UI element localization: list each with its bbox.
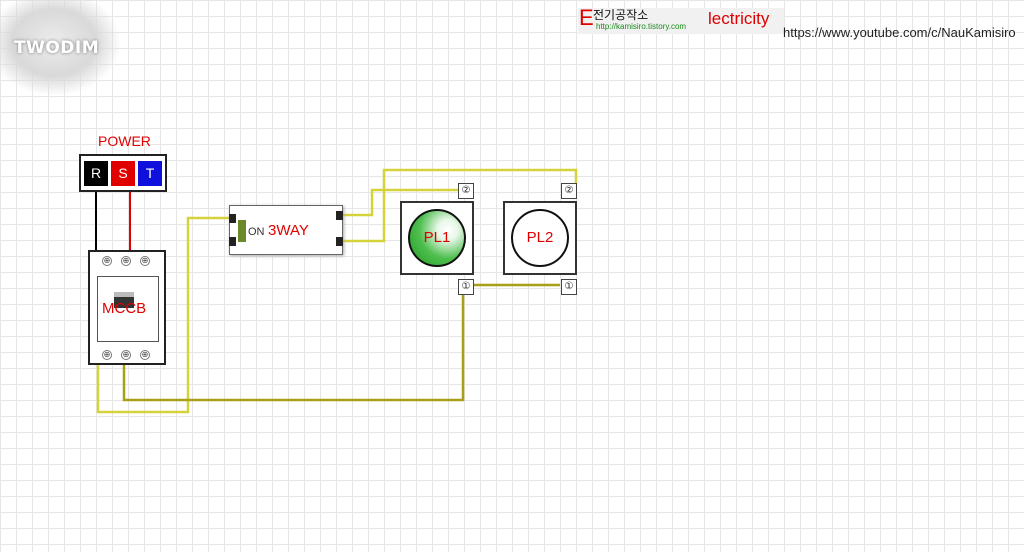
pl2-terminal-2[interactable]: ② [561,183,577,199]
pl1-terminal-1[interactable]: ① [458,279,474,295]
logo-watermark [0,0,120,95]
switch-label: 3WAY [268,222,309,239]
mccb-label: MCCB [102,300,147,317]
mccb-screw-out-3: ⊕ [140,350,150,360]
wire-switch-to-pl2 [343,168,578,243]
brand-title-rest: lectricity [708,9,770,28]
brand-banner [578,8,784,34]
terminal-t[interactable]: T [138,161,162,186]
switch-lever[interactable] [238,220,246,242]
lamp-pl1-bulb: PL1 [408,209,466,267]
wire-switch-to-pl1 [343,188,458,217]
terminal-s[interactable]: S [111,161,135,186]
logo-text: TWODIM [14,38,100,58]
wire-mccb-to-switch [96,216,232,414]
brand-url: http://kamisiro.tistory.com [596,22,687,31]
mccb-screw-out-1: ⊕ [102,350,112,360]
lamp-pl2-bulb: PL2 [511,209,569,267]
switch-pin-unused [229,237,236,246]
pl2-terminal-1[interactable]: ① [561,279,577,295]
switch-on-label: ON [248,226,265,238]
youtube-link[interactable]: https://www.youtube.com/c/NauKamisiro [783,25,1016,40]
mccb-panel [97,276,159,342]
brand-e-letter: E [579,5,594,30]
mccb-toggle-highlight [114,292,134,297]
mccb-screw-in-3: ⊕ [140,256,150,266]
three-way-switch[interactable] [229,205,343,255]
mccb-screw-in-2: ⊕ [121,256,131,266]
terminal-r[interactable]: R [84,161,108,186]
mccb-screw-in-1: ⊕ [102,256,112,266]
brand-korean-title: 전기공작소 [593,8,649,22]
switch-pin-2 [336,237,343,246]
pl1-terminal-2[interactable]: ② [458,183,474,199]
switch-pin-1 [336,211,343,220]
wire-mccb-to-pl1-common [122,290,465,402]
power-label: POWER [98,133,151,149]
switch-pin-common [229,214,236,223]
mccb-screw-out-2: ⊕ [121,350,131,360]
